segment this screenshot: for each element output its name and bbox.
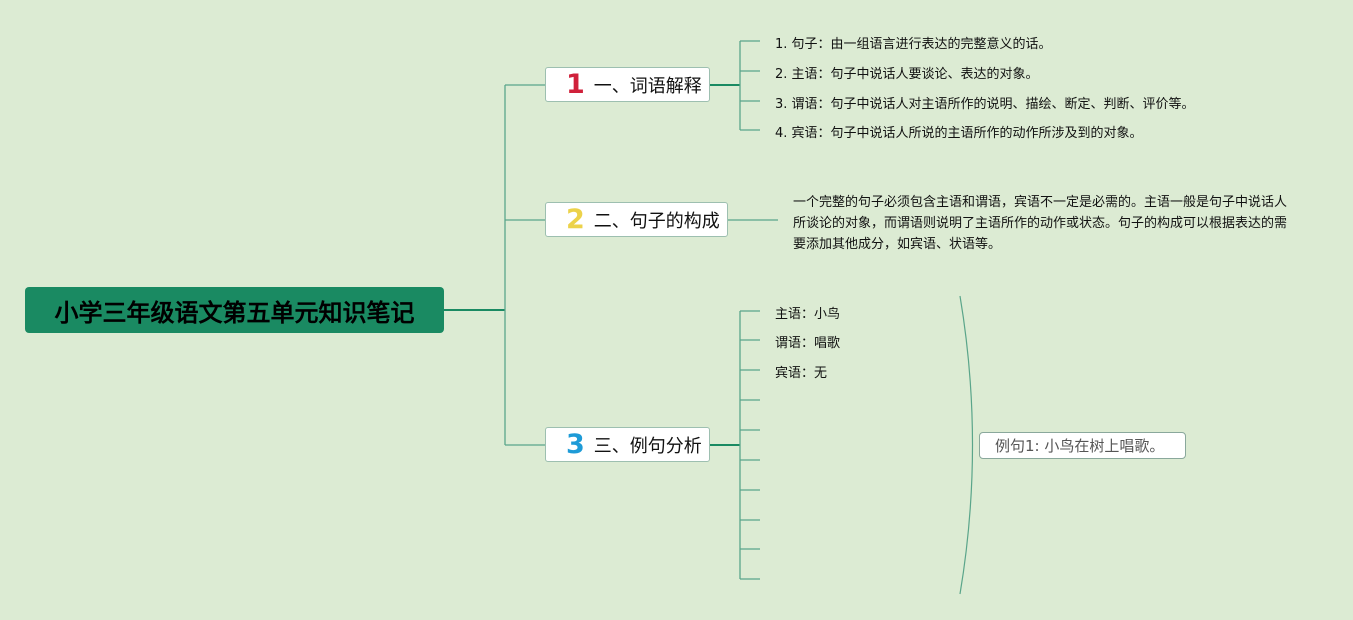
example-sentence: 例句1: 小鸟在树上唱歌。 xyxy=(995,437,1165,455)
definition-item[interactable]: 4. 宾语：句子中说话人所说的主语所作的动作所涉及到的对象。 xyxy=(775,126,1143,141)
example-sentence-box[interactable]: 例句1: 小鸟在树上唱歌。 xyxy=(979,432,1186,459)
branch-example-analysis[interactable]: 3 三、例句分析 xyxy=(545,427,710,462)
branch-number-1: 1 xyxy=(566,69,585,100)
composition-text[interactable]: 一个完整的句子必须包含主语和谓语，宾语不一定是必需的。主语一般是句子中说话人所谈… xyxy=(793,195,1288,252)
branch-label-vocabulary: 一、词语解释 xyxy=(593,75,702,97)
definition-item[interactable]: 3. 谓语：句子中说话人对主语所作的说明、描绘、断定、判断、评价等。 xyxy=(775,97,1195,112)
root-topic[interactable]: 小学三年级语文第五单元知识笔记 xyxy=(25,287,444,333)
branch-label-analysis: 三、例句分析 xyxy=(593,435,702,457)
analysis-item-subject[interactable]: 主语：小鸟 xyxy=(775,307,841,322)
branch-number-2: 2 xyxy=(566,204,585,235)
analysis-item-object[interactable]: 宾语：无 xyxy=(775,366,828,381)
branch-vocabulary[interactable]: 1 一、词语解释 xyxy=(545,67,710,102)
branch-label-structure: 二、句子的构成 xyxy=(593,210,720,232)
branch-number-3: 3 xyxy=(566,429,585,460)
definition-item[interactable]: 2. 主语：句子中说话人要谈论、表达的对象。 xyxy=(775,67,1039,82)
branch-sentence-structure[interactable]: 2 二、句子的构成 xyxy=(545,202,728,237)
analysis-item-predicate[interactable]: 谓语：唱歌 xyxy=(775,336,841,351)
root-title: 小学三年级语文第五单元知识笔记 xyxy=(54,298,415,327)
definition-item[interactable]: 1. 句子：由一组语言进行表达的完整意义的话。 xyxy=(775,37,1052,52)
